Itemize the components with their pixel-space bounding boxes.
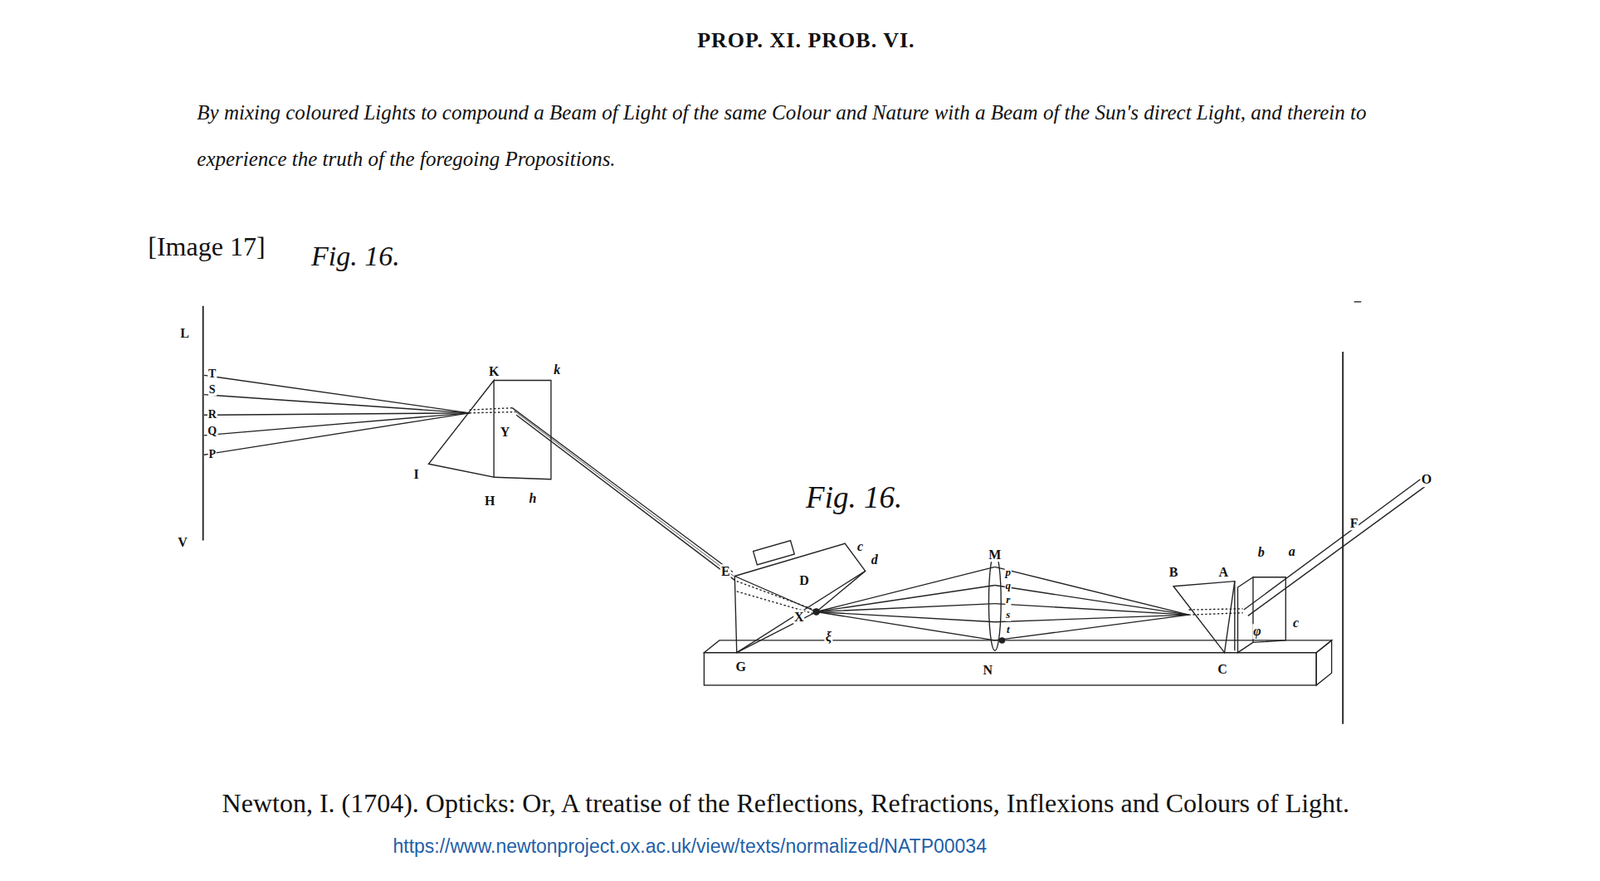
point-label: T bbox=[207, 368, 217, 381]
apparatus-lines bbox=[203, 302, 1427, 725]
prism-label: B bbox=[1168, 565, 1180, 581]
board-label: a bbox=[1287, 544, 1297, 560]
point-label: R bbox=[207, 409, 218, 422]
prism-label: D bbox=[798, 573, 810, 589]
prism-label: G bbox=[734, 659, 747, 675]
prism-label: K bbox=[487, 364, 500, 380]
lens-label: q bbox=[1004, 580, 1013, 592]
proposition-text: By mixing coloured Lights to compound a … bbox=[196, 89, 1401, 183]
prism-label: c bbox=[856, 539, 864, 555]
prism-label: I bbox=[413, 467, 420, 483]
image-number: [Image 17] bbox=[147, 232, 265, 262]
board-label: b bbox=[1257, 546, 1266, 561]
figure-number: Fig. 16. bbox=[805, 481, 903, 516]
source-url: https://www.newtonproject.ox.ac.uk/view/… bbox=[392, 836, 986, 858]
prism-label: X bbox=[793, 609, 805, 625]
point-label: L bbox=[179, 326, 191, 342]
figure-number: Fig. 16. bbox=[311, 240, 400, 272]
lens-label: p bbox=[1004, 566, 1013, 579]
prism-label: h bbox=[527, 491, 537, 507]
proposition-title: PROP. XI. PROB. VI. bbox=[697, 29, 915, 54]
lens-label: t bbox=[1005, 624, 1011, 636]
sun-label: O bbox=[1420, 472, 1433, 488]
prism-label: C bbox=[1216, 662, 1229, 678]
board-label: c bbox=[1292, 615, 1300, 631]
prism-label: d bbox=[870, 552, 879, 568]
wall-label: F bbox=[1349, 516, 1360, 532]
point-label: S bbox=[208, 383, 217, 396]
hole-label: φ bbox=[1252, 624, 1262, 640]
prism-label: Y bbox=[499, 425, 512, 441]
lens-label: s bbox=[1004, 609, 1011, 621]
prism-label: k bbox=[552, 363, 561, 379]
lens-label: r bbox=[1004, 594, 1011, 606]
citation-caption: Newton, I. (1704). Opticks: Or, A treati… bbox=[222, 789, 1350, 819]
prism-label: ξ bbox=[824, 630, 833, 646]
prism-label: E bbox=[720, 564, 732, 580]
point-label: P bbox=[207, 448, 217, 462]
point-label: Q bbox=[206, 424, 218, 438]
lens-label: M bbox=[987, 547, 1002, 563]
prism-label: H bbox=[483, 493, 496, 509]
prism-label: A bbox=[1217, 565, 1230, 581]
point-label: V bbox=[176, 535, 189, 551]
lens-label: N bbox=[981, 663, 994, 679]
